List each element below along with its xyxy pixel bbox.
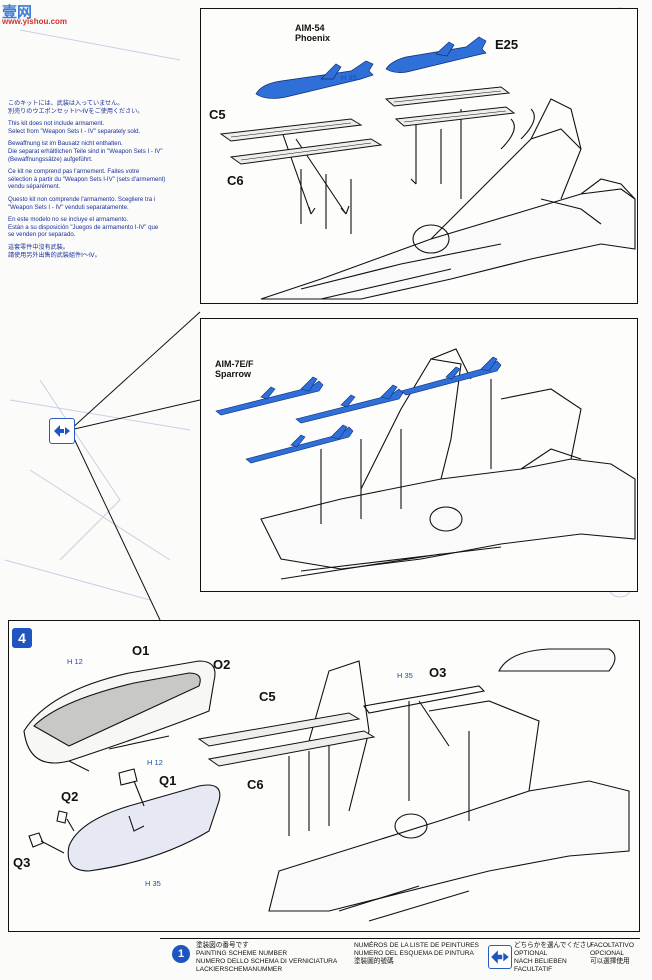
step4-assembly-drawing [23, 648, 630, 922]
note-italian: Questo kit non comprende l'armamento. Sc… [8, 195, 156, 211]
paint-ref-h35: H 35 [341, 73, 357, 82]
note-french: Ce kit ne comprend pas l'armement. Faite… [8, 168, 166, 191]
note-chinese: 這套零件中沒有武裝。請使用另外出售的武裝組件Ⅰ～Ⅳ。 [8, 243, 101, 259]
note-german: Bewaffnung ist im Bausatz nicht enthalte… [8, 140, 163, 163]
panel-sparrow-option: AIM-7E/F Sparrow [200, 318, 638, 592]
armament-notes: このキットには、武装は入っていません。別売りのウエポンセットⅠ～Ⅳをご使用くださ… [8, 100, 198, 264]
label-q3: Q3 [13, 855, 31, 870]
label-o3: O3 [429, 665, 447, 680]
arrows-icon [54, 425, 70, 437]
label-sparrow: Sparrow [215, 369, 252, 379]
label-c6-top: C6 [227, 173, 244, 188]
watermark-url: www.yishou.com [2, 17, 68, 26]
paint-ref-h12-b: H 12 [147, 758, 163, 767]
sparrow-assembly-drawing [215, 348, 636, 580]
label-phoenix: Phoenix [295, 33, 331, 43]
optional-legend-icon [488, 945, 512, 969]
paint-scheme-icon: 1 [172, 945, 190, 963]
note-english: This kit does not include armament.Selec… [8, 120, 141, 135]
panel-phoenix-option: AIM-54 Phoenix E25 C5 C6 H 35 [200, 8, 638, 304]
note-spanish: En este modelo no se incluye el armament… [8, 216, 159, 239]
label-e25: E25 [495, 37, 519, 52]
label-c5-step4: C5 [259, 689, 276, 704]
label-o1: O1 [132, 643, 150, 658]
note-japanese: このキットには、武装は入っていません。別売りのウエポンセットⅠ～Ⅳをご使用くださ… [8, 100, 144, 115]
label-c6-step4: C6 [247, 777, 264, 792]
optional-choice-icon [49, 418, 75, 444]
paint-ref-h35-a: H 35 [397, 671, 413, 680]
watermark-logo: 壹网 [2, 4, 33, 21]
legend-footer [160, 938, 640, 979]
paint-ref-h12-a: H 12 [67, 657, 83, 666]
label-o2: O2 [213, 657, 231, 672]
step-number-badge: 4 [12, 628, 32, 648]
label-q1: Q1 [159, 773, 177, 788]
panel-step-4: 4 O1 O2 Q1 Q2 Q3 C5 C6 O3 H 12 H 12 H 35… [8, 620, 640, 932]
label-q2: Q2 [61, 789, 79, 804]
arrows-icon [491, 950, 509, 964]
phoenix-assembly-drawing [219, 36, 636, 300]
label-aim54: AIM-54 [295, 23, 325, 33]
label-aim7: AIM-7E/F [215, 359, 254, 369]
paint-ref-h35-b: H 35 [145, 879, 161, 888]
label-c5-top: C5 [209, 107, 226, 122]
